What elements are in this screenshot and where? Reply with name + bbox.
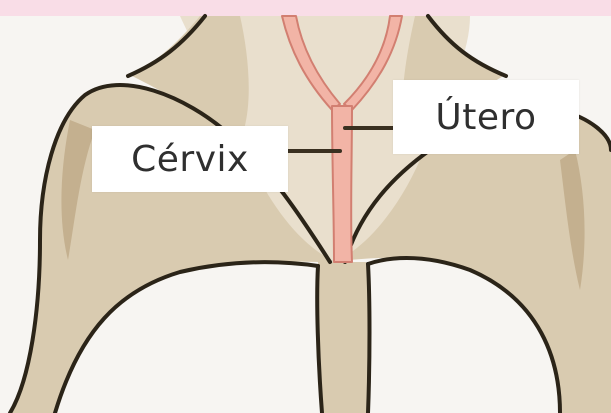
vaginal-canal — [317, 262, 370, 413]
canal-right-outline — [368, 264, 370, 413]
label-cervix-text: Cérvix — [131, 139, 249, 180]
label-utero-text: Útero — [435, 97, 536, 138]
label-cervix: Cérvix — [92, 126, 288, 192]
label-utero: Útero — [393, 80, 579, 154]
